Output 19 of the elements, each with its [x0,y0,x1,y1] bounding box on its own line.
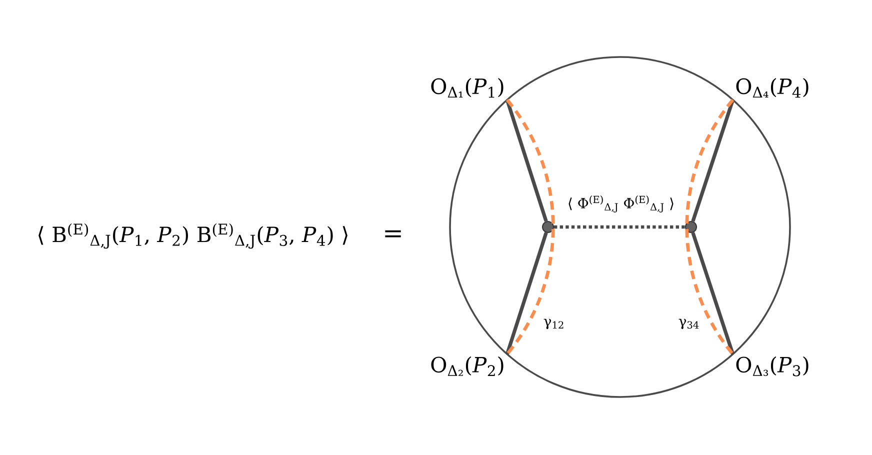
operator-label: O$_{Δ₃}$(P$_{3}$) [736,356,808,376]
dotted-line [554,225,685,229]
operator-label: O$_{Δ₁}$(P$_{1}$) [431,78,504,98]
edge-label: ⟨ Φ$^{(E)}$$_{Δ,J}$ Φ$^{(E)}$$_{Δ,J}$ ⟩ [566,194,676,214]
solid-line [505,232,548,355]
dashed-arc [685,98,734,356]
boundary-circle [449,56,791,398]
solid-line [691,232,735,355]
edge-label: γ$_{34}$ [677,318,701,330]
equation: ⟨ B$^{(E)}$$_{Δ,J}$(P$_{1}$, P$_{2}$) B$^{(E)}$$_{Δ,J}$(P$_{3}$, P$_{4}$) ⟩ [38,223,348,249]
dashed-arc [506,98,555,356]
equals-sign: = [385,230,401,238]
vertex-dot [542,221,554,233]
operator-label: O$_{Δ₂}$(P$_{2}$) [431,356,504,376]
solid-line [691,99,735,222]
operator-label: O$_{Δ₄}$(P$_{4}$) [736,78,808,98]
vertex-dot [685,221,697,233]
edge-label: γ$_{12}$ [542,318,566,330]
solid-line [505,99,548,222]
